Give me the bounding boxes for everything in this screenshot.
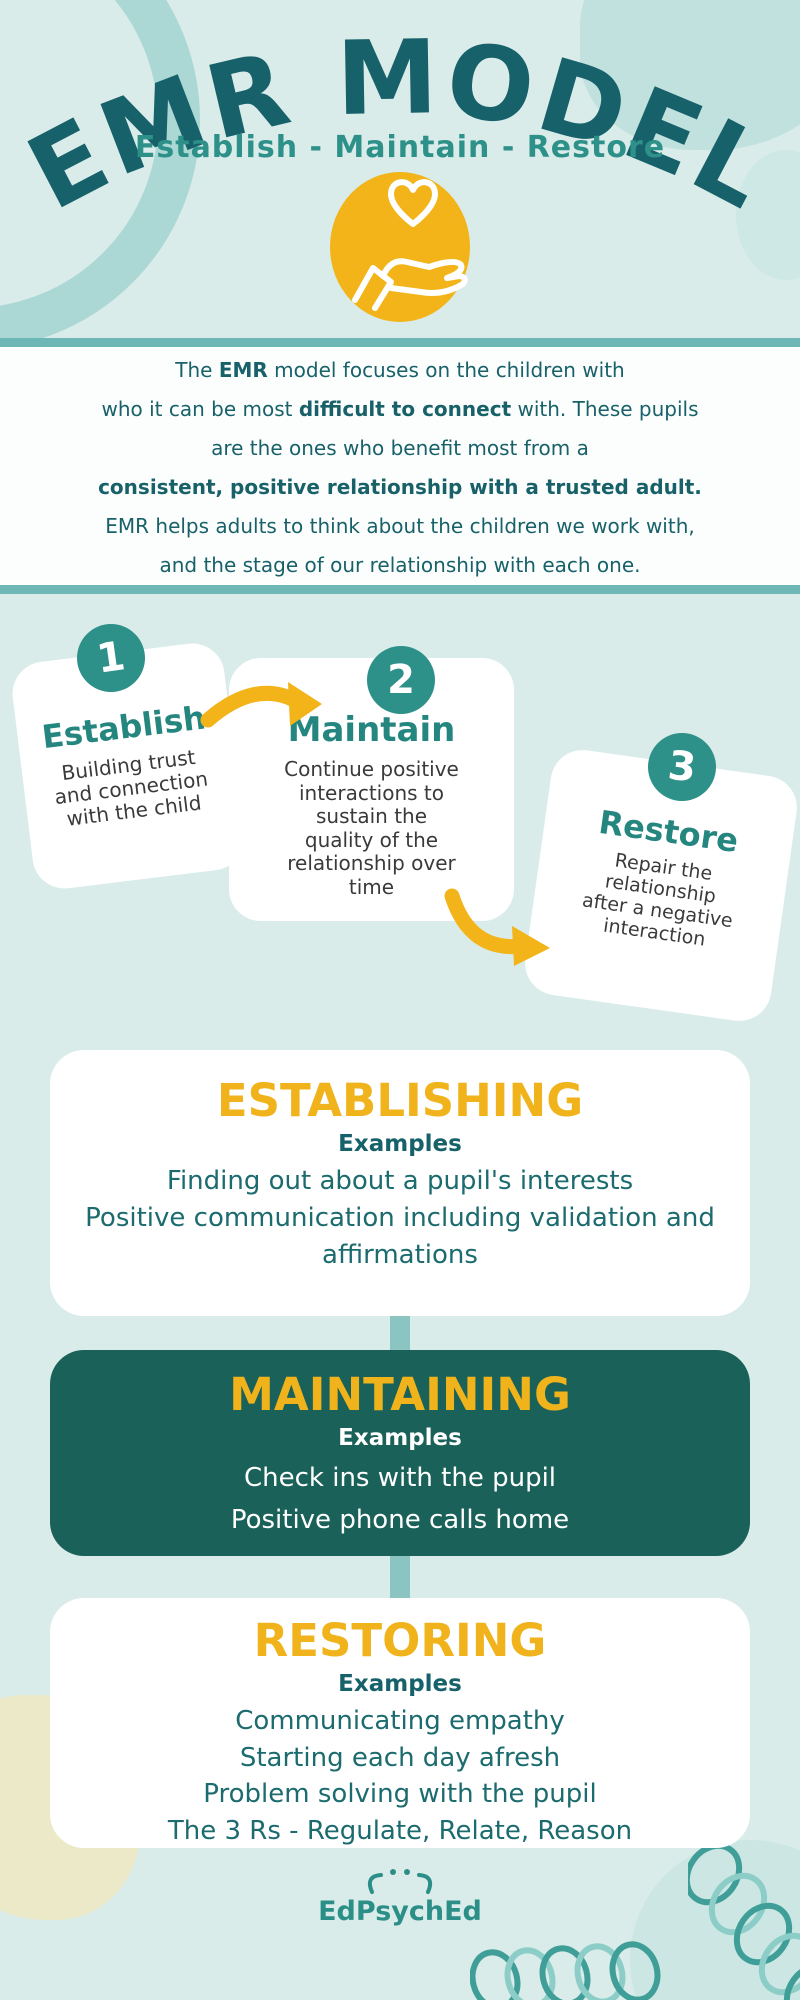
decorative-coil-bottom-right (688, 1842, 800, 2000)
intro-line-5: EMR helps adults to think about the chil… (105, 514, 695, 538)
step-number-badge-1: 1 (77, 624, 145, 692)
section-title-establishing: ESTABLISHING (216, 1074, 584, 1127)
intro-line-6: and the stage of our relationship with e… (159, 553, 641, 577)
examples-list: Finding out about a pupil's interests Po… (50, 1163, 750, 1274)
example-item: Positive communication including validat… (85, 1203, 715, 1270)
intro-line-4: consistent, positive relationship with a… (0, 468, 800, 507)
intro-line-2: who it can be most difficult to connect … (0, 390, 800, 429)
step-number-1: 1 (94, 633, 128, 683)
intro-text: who it can be most (101, 397, 299, 421)
example-item: Communicating empathy (235, 1706, 565, 1736)
intro-bold-difficult: difficult to connect (298, 397, 512, 421)
intro-paragraph: The EMR model focuses on the children wi… (0, 347, 800, 585)
decorative-blob-top-right (580, 0, 800, 150)
examples-list: Communicating empathy Starting each day … (50, 1703, 750, 1849)
example-item: The 3 Rs - Regulate, Relate, Reason (167, 1815, 633, 1846)
intro-text: The (175, 358, 219, 382)
intro-bold-consistent: consistent, positive relationship with a… (98, 475, 702, 499)
step-description-establish: Building trust and connection with the c… (53, 744, 210, 831)
step-number-2: 2 (387, 657, 415, 703)
decorative-coil-bottom-center (470, 1941, 661, 2000)
step-number-3: 3 (665, 742, 699, 792)
section-card-establishing: ESTABLISHING Examples Finding out about … (50, 1050, 750, 1316)
intro-bold-emr: EMR (218, 358, 268, 382)
intro-line-1: The EMR model focuses on the children wi… (0, 351, 800, 390)
brand-name: EdPsychEd (318, 1896, 482, 1927)
page-subtitle: Establish - Maintain - Restore (134, 130, 666, 165)
examples-label: Examples (338, 1131, 462, 1157)
step-number-badge-3: 3 (648, 733, 716, 801)
examples-list: Check ins with the pupil Positive phone … (50, 1457, 750, 1541)
intro-text: model focuses on the children with (267, 358, 625, 382)
example-item: Problem solving with the pupil (203, 1779, 597, 1809)
example-item: Starting each day afresh (239, 1742, 561, 1773)
section-title-maintaining: MAINTAINING (229, 1368, 571, 1421)
hand-holding-heart-icon (330, 172, 470, 322)
arrow-establish-to-maintain-icon (200, 682, 322, 728)
examples-label: Examples (338, 1425, 462, 1451)
section-card-restoring: RESTORING Examples Communicating empathy… (50, 1598, 750, 1848)
example-item: Check ins with the pupil (243, 1463, 557, 1493)
examples-label: Examples (338, 1671, 462, 1697)
divider-top (0, 338, 800, 347)
arrow-maintain-to-restore-icon (444, 888, 550, 966)
edpsyched-logo-icon (367, 1869, 433, 1894)
step-number-badge-2: 2 (367, 646, 435, 714)
step-card-maintain: Maintain Continue positive interactions … (229, 658, 514, 921)
intro-text: with. These pupils (511, 397, 699, 421)
intro-line-3: are the ones who benefit most from a (211, 436, 589, 460)
step-description-maintain: Continue positive interactions to sustai… (284, 757, 459, 899)
step-title-maintain: Maintain (287, 710, 456, 750)
divider-bottom (0, 585, 800, 594)
section-title-restoring: RESTORING (253, 1614, 547, 1667)
section-card-maintaining: MAINTAINING Examples Check ins with the … (50, 1350, 750, 1556)
example-item: Positive phone calls home (230, 1505, 570, 1535)
connector-establishing-maintaining (390, 1312, 410, 1356)
example-item: Finding out about a pupil's interests (166, 1166, 634, 1196)
connector-maintaining-restoring (390, 1552, 410, 1608)
